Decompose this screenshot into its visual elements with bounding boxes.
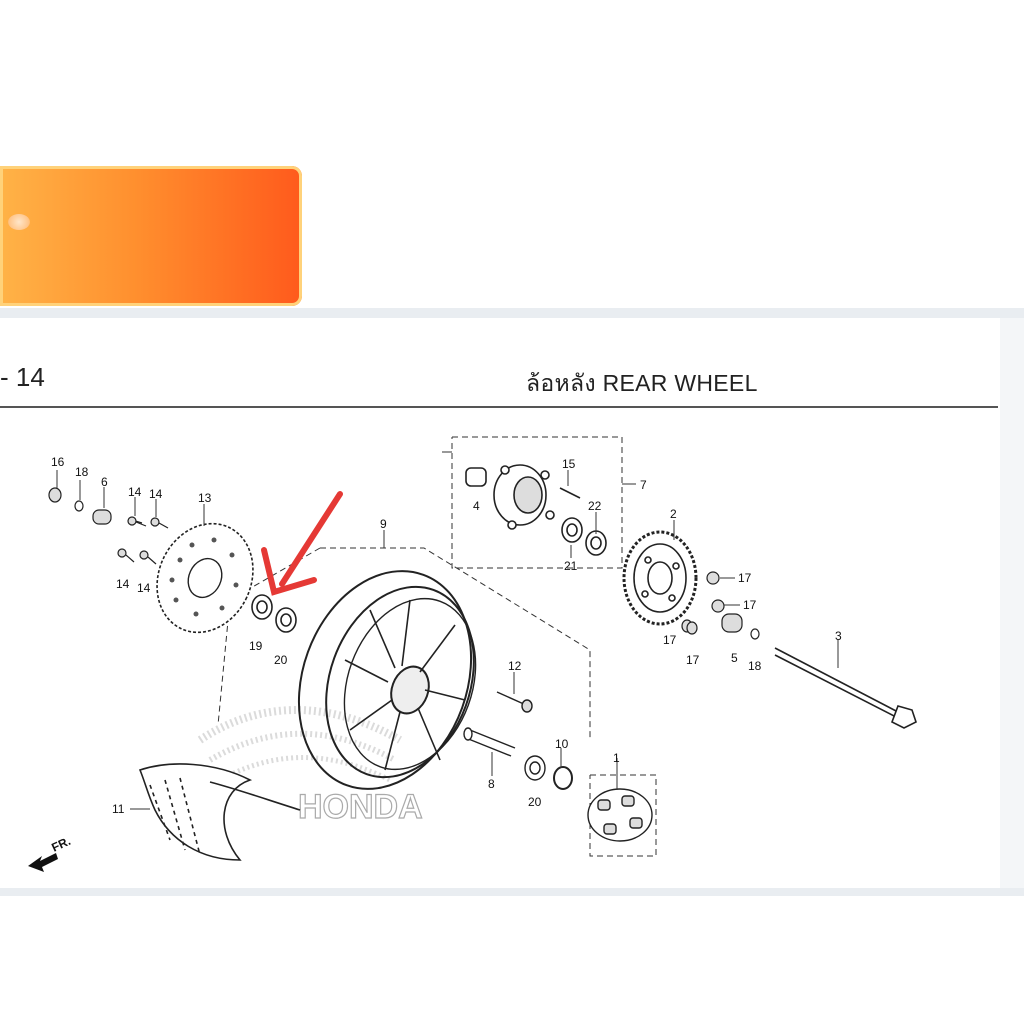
leader-lines — [56, 470, 839, 810]
axle — [774, 647, 917, 729]
left-hardware — [48, 487, 169, 565]
sprocket — [622, 530, 698, 626]
rear-wheel — [297, 570, 477, 790]
part-label: 17 — [686, 653, 700, 667]
orange-banner — [0, 166, 302, 306]
part-label: 13 — [198, 491, 212, 505]
part-label: 12 — [508, 659, 522, 673]
direction-label: FR. — [49, 834, 72, 855]
part-label: 17 — [663, 633, 677, 647]
part-labels: 16 18 6 14 14 13 14 14 19 20 9 4 15 7 22… — [51, 455, 842, 816]
part-label: 14 — [128, 485, 142, 499]
honda-watermark — [197, 706, 402, 783]
page-title: ล้อหลัง REAR WHEEL — [526, 370, 758, 396]
part-label: 16 — [51, 455, 65, 469]
part-label: 10 — [555, 737, 569, 751]
part-label: 6 — [101, 475, 108, 489]
part-label: 9 — [380, 517, 387, 531]
part-label: 20 — [528, 795, 542, 809]
rear-tire — [138, 763, 301, 861]
part-label: 11 — [112, 802, 125, 816]
right-hardware — [681, 571, 760, 640]
part-label: 14 — [149, 487, 163, 501]
part-label: 19 — [249, 639, 263, 653]
front-direction-arrow: FR. — [28, 834, 73, 872]
part-label: 22 — [588, 499, 602, 513]
bottom-separator — [0, 888, 1024, 896]
page-number: - 14 — [0, 362, 45, 392]
wheel-hub — [465, 464, 607, 556]
part-label: 7 — [640, 478, 647, 492]
part-label: 2 — [670, 507, 677, 521]
red-pointer-arrow — [261, 491, 343, 596]
part-label: 14 — [137, 581, 151, 595]
part-label: 4 — [473, 499, 480, 513]
watermark-text: HONDA — [298, 788, 423, 826]
title-underline — [0, 406, 998, 408]
brake-disc — [156, 522, 254, 634]
page-right-edge — [1000, 318, 1024, 890]
banner-highlight — [8, 214, 30, 230]
left-bearings — [251, 594, 297, 633]
wheel-damper — [587, 788, 653, 842]
part-label: 1 — [613, 751, 620, 765]
part-label: 15 — [562, 457, 576, 471]
part-label: 8 — [488, 777, 495, 791]
part-label: 14 — [116, 577, 130, 591]
part-label: 18 — [748, 659, 762, 673]
part-label: 17 — [743, 598, 757, 612]
part-label: 3 — [835, 629, 842, 643]
part-label: 21 — [564, 559, 578, 573]
part-label: 5 — [731, 651, 738, 665]
part-label: 20 — [274, 653, 288, 667]
top-separator — [0, 308, 1024, 318]
part-label: 18 — [75, 465, 89, 479]
center-parts — [463, 691, 573, 790]
part-label: 17 — [738, 571, 752, 585]
